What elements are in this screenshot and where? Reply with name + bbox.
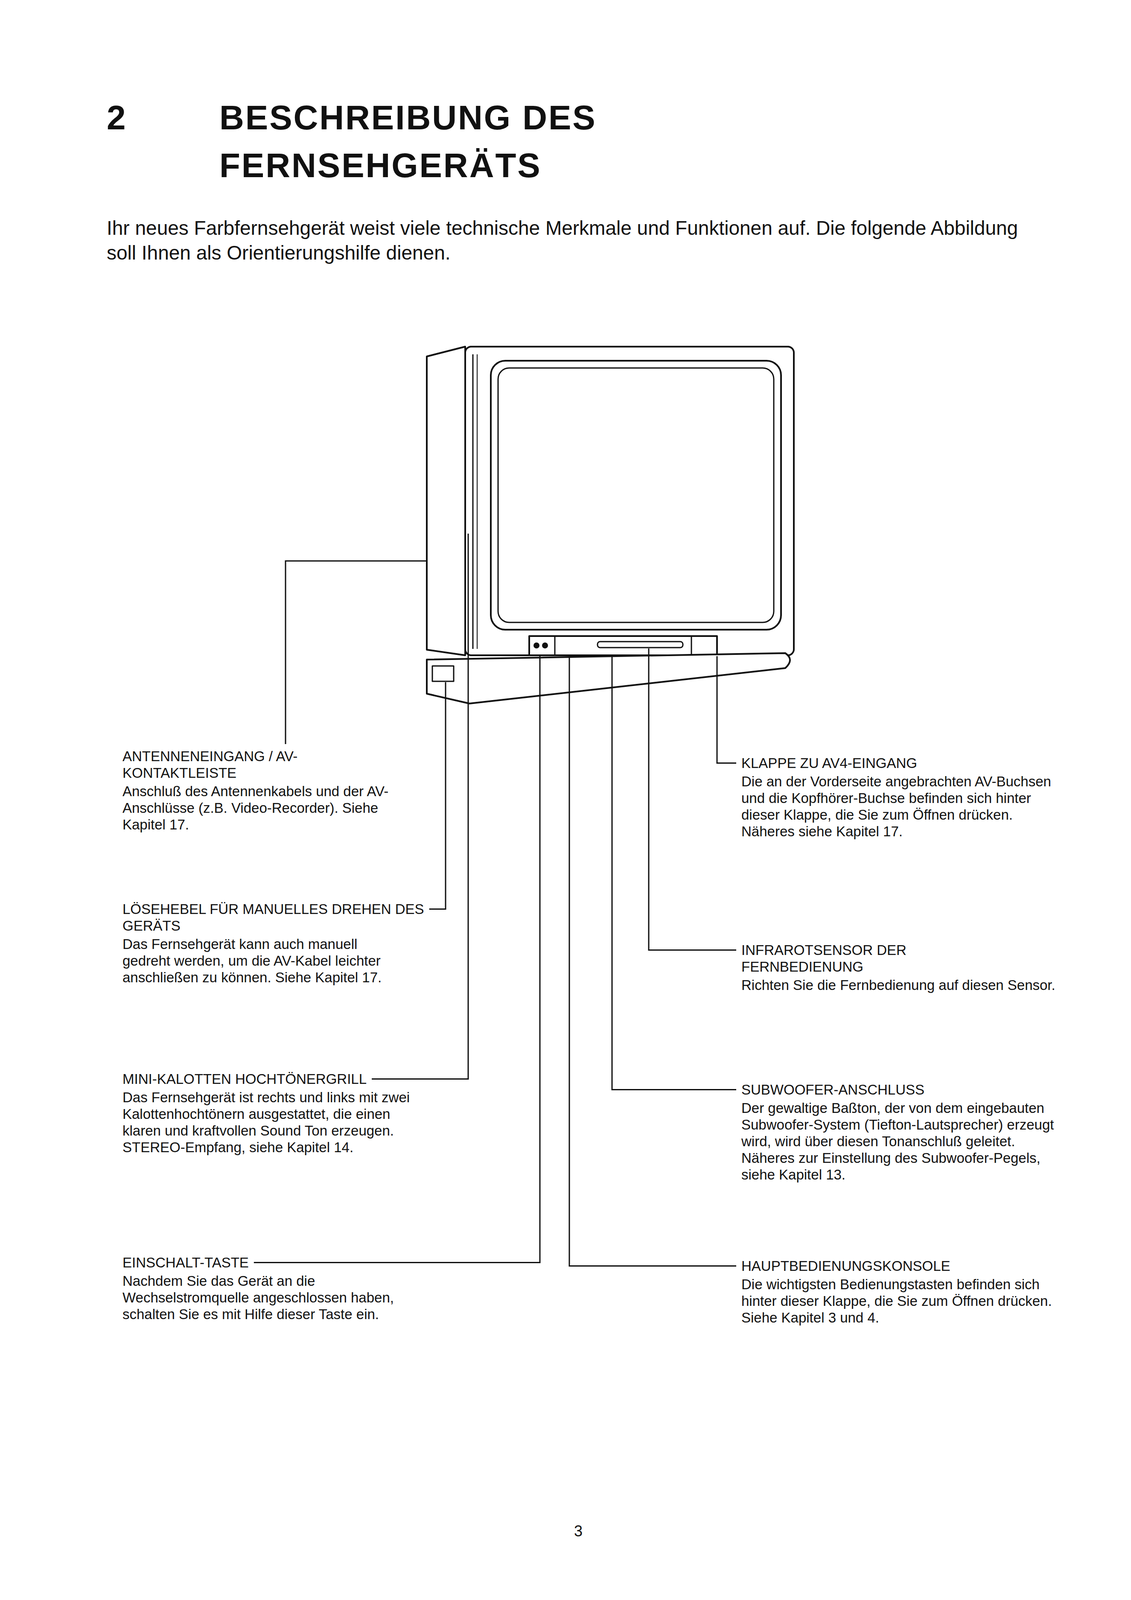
strip-divider <box>554 635 556 656</box>
power-button <box>534 643 539 648</box>
cabinet-side <box>426 346 466 656</box>
callout-text: Das Fernsehgerät ist rechts und links mi… <box>122 1088 430 1156</box>
callout-text: Der gewaltige Baßton, der von dem eingeb… <box>741 1099 1066 1183</box>
screen <box>498 367 774 623</box>
callout-heading: INFRAROTSENSOR DER FERNBEDIENUNG <box>741 941 955 975</box>
tweeter-grill <box>476 354 478 649</box>
callout-heading: EINSCHALT-TASTE <box>122 1253 447 1271</box>
leader-line <box>612 655 737 1090</box>
leader-line <box>371 533 469 1079</box>
callout-text: Das Fernsehgerät kann auch manuell gedre… <box>122 935 396 986</box>
power-indicator <box>542 643 548 648</box>
callout-heading: KLAPPE ZU AV4-EINGANG <box>741 754 1075 772</box>
leader-line <box>648 648 737 951</box>
intro-text: Ihr neues Farbfernsehgerät weist viele t… <box>106 215 1025 266</box>
callout-heading: MINI-KALOTTEN HOCHTÖNERGRILL <box>122 1070 447 1088</box>
leader-line <box>569 655 737 1266</box>
page-number: 3 <box>574 1521 617 1541</box>
leader-line <box>285 560 427 744</box>
callout-text: Die an der Vorderseite angebrachten AV-B… <box>741 772 1066 840</box>
callout-text: Die wichtigsten Bedienungstasten befinde… <box>741 1275 1066 1326</box>
cabinet-front <box>465 346 794 656</box>
control-strip <box>529 635 718 656</box>
chapter-title: BESCHREIBUNG DES FERNSEHGERÄTS <box>219 93 775 190</box>
tweeter-grill <box>472 354 474 649</box>
leader-line <box>717 655 737 764</box>
callout-text: Richten Sie die Fernbedienung auf diesen… <box>741 976 1066 994</box>
chapter-number: 2 <box>106 93 193 142</box>
swivel-base <box>426 652 790 704</box>
release-lever <box>432 665 454 682</box>
callout-text: Anschluß des Antennenkabels und der AV-A… <box>122 782 417 833</box>
callout-heading: ANTENNENEINGANG / AV-KONTAKTLEISTE <box>122 747 307 782</box>
leader-line <box>429 682 446 910</box>
callout-text: Nachdem Sie das Gerät an die Wechselstro… <box>122 1272 413 1323</box>
console-slot <box>597 641 683 648</box>
screen-frame <box>490 360 782 630</box>
callout-heading: SUBWOOFER-ANSCHLUSS <box>741 1081 1075 1098</box>
callout-heading: HAUPTBEDIENUNGSKONSOLE <box>741 1257 1075 1274</box>
callout-heading: LÖSEHEBEL FÜR MANUELLES DREHEN DES GERÄT… <box>122 900 447 934</box>
strip-divider <box>690 635 693 656</box>
